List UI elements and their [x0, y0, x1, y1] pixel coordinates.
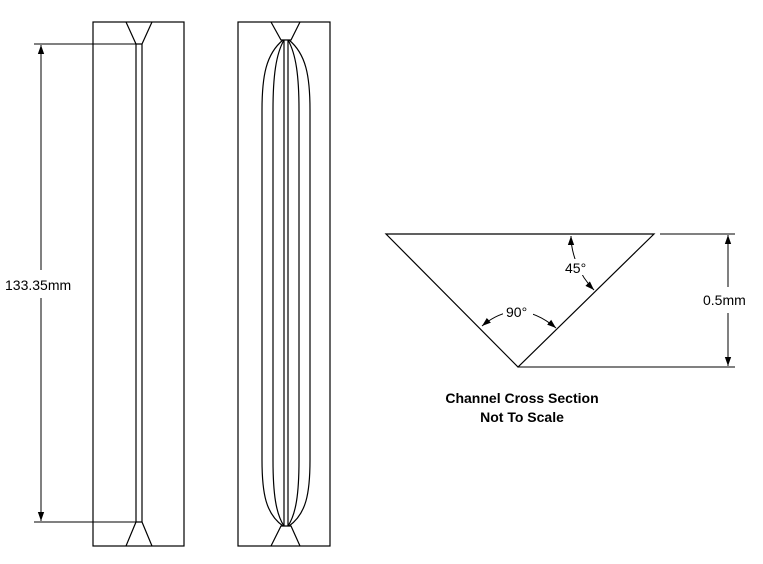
angle-label-45: 45° [565, 260, 586, 276]
depth-label: 0.5mm [703, 292, 746, 308]
top-port [270, 21, 301, 41]
angle-label-90: 90° [506, 304, 527, 320]
mid-channel-right [287, 39, 300, 527]
mid-channel-left [272, 39, 285, 527]
length-label: 133.35mm [5, 277, 71, 293]
channel-cross-section: 45° 90° 0.5mm Channel Cross Section Not … [384, 233, 756, 425]
caption-line-1: Channel Cross Section [445, 390, 598, 406]
caption-line-2: Not To Scale [480, 409, 564, 425]
bottom-port [270, 525, 301, 547]
multi-channel-plate [237, 21, 331, 547]
length-dimension: 133.35mm [4, 43, 136, 523]
bottom-port [125, 521, 153, 547]
outer-channel-left [261, 39, 284, 527]
plate-outline [92, 21, 185, 547]
v-groove-profile [384, 233, 656, 368]
outer-channel-right [288, 39, 311, 527]
single-channel-plate [92, 21, 185, 547]
top-port [125, 21, 153, 45]
plate-outline [237, 21, 331, 547]
